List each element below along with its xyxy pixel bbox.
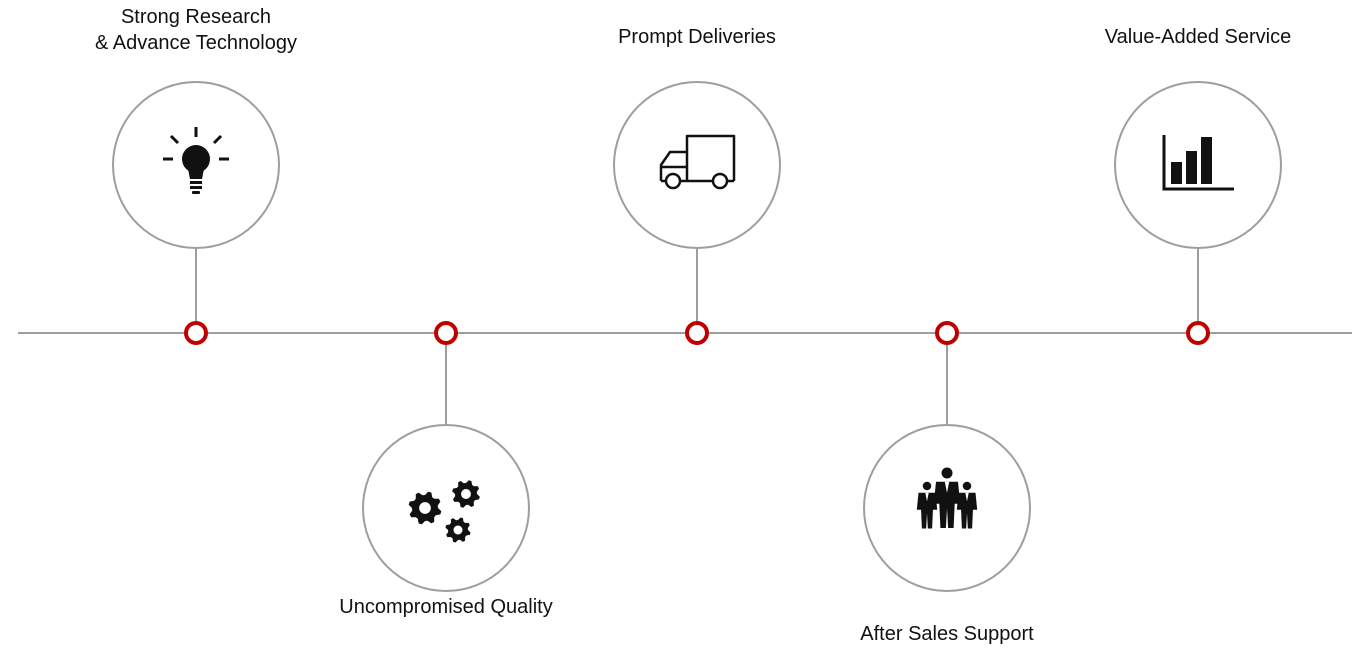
feature-label: Prompt Deliveries — [618, 26, 776, 48]
gears-icon — [408, 480, 480, 543]
feature-label: After Sales Support — [860, 623, 1034, 645]
timeline-node — [935, 321, 959, 345]
timeline-node — [685, 321, 709, 345]
truck-icon — [659, 134, 736, 190]
timeline-node — [1186, 321, 1210, 345]
feature-label: Value-Added Service — [1104, 26, 1292, 48]
team-icon — [916, 467, 978, 529]
bar-chart-icon — [1162, 135, 1234, 191]
timeline-node — [184, 321, 208, 345]
feature-circle — [362, 424, 530, 592]
feature-circle — [1114, 81, 1282, 249]
feature-circle — [613, 81, 781, 249]
lightbulb-icon — [163, 127, 229, 194]
timeline-node — [434, 321, 458, 345]
feature-label: Strong Research & Advance Technology — [94, 6, 297, 54]
feature-label: Uncompromised Quality — [339, 596, 553, 618]
